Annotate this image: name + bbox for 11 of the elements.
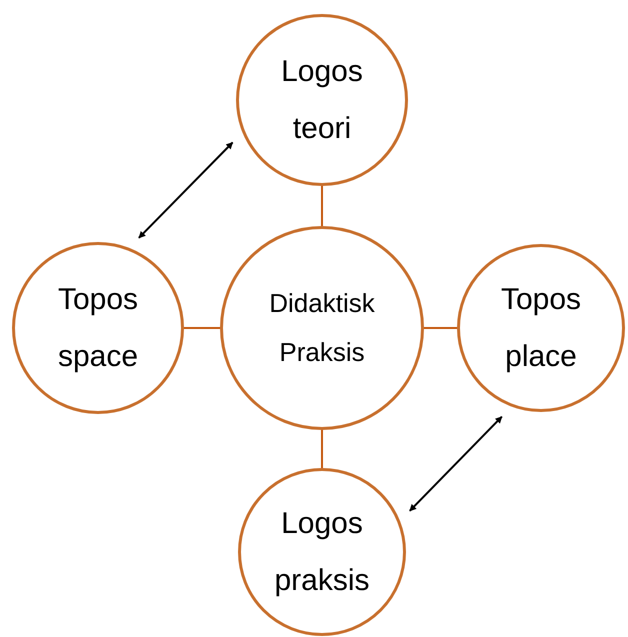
double-arrow — [409, 416, 503, 512]
node-label: Topos space — [58, 282, 138, 375]
node-label: Didaktisk Praksis — [269, 286, 375, 369]
connector-line — [424, 327, 457, 329]
node-label: Logos praksis — [274, 506, 370, 599]
connector-line — [321, 186, 323, 226]
connector-line — [184, 327, 220, 329]
node-label: Logos teori — [281, 54, 363, 147]
node-label: Topos place — [500, 282, 582, 375]
connector-line — [321, 430, 323, 468]
double-arrow — [138, 142, 234, 239]
